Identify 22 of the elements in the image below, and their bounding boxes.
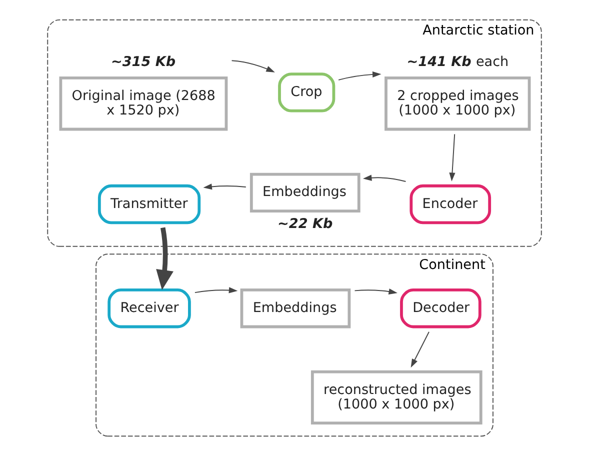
- node-label: ~141 Kb each: [406, 54, 509, 70]
- arrow: [203, 184, 246, 190]
- arrow: [410, 331, 430, 368]
- node-box: Embeddings: [240, 288, 351, 328]
- node-box: Embeddings: [250, 172, 360, 212]
- arrow: [362, 174, 406, 182]
- node-box: reconstructed images (1000 x 1000 px): [310, 370, 482, 425]
- node-box: Crop: [278, 72, 336, 112]
- node-box: Encoder: [410, 184, 492, 224]
- node-box: Original image (2688 x 1520 px): [59, 76, 228, 131]
- node-box: Transmitter: [98, 184, 201, 224]
- node-box: Decoder: [400, 288, 482, 328]
- node-box: Receiver: [108, 288, 191, 328]
- arrow: [449, 134, 456, 182]
- arrow: [231, 60, 275, 72]
- node-label: ~22 Kb: [278, 216, 333, 232]
- arrow: [338, 71, 382, 80]
- arrow: [156, 227, 174, 290]
- node-box: 2 cropped images (1000 x 1000 px): [384, 76, 531, 131]
- arrow: [194, 287, 238, 294]
- node-label: ~315 Kb: [111, 54, 176, 70]
- arrow: [354, 288, 398, 295]
